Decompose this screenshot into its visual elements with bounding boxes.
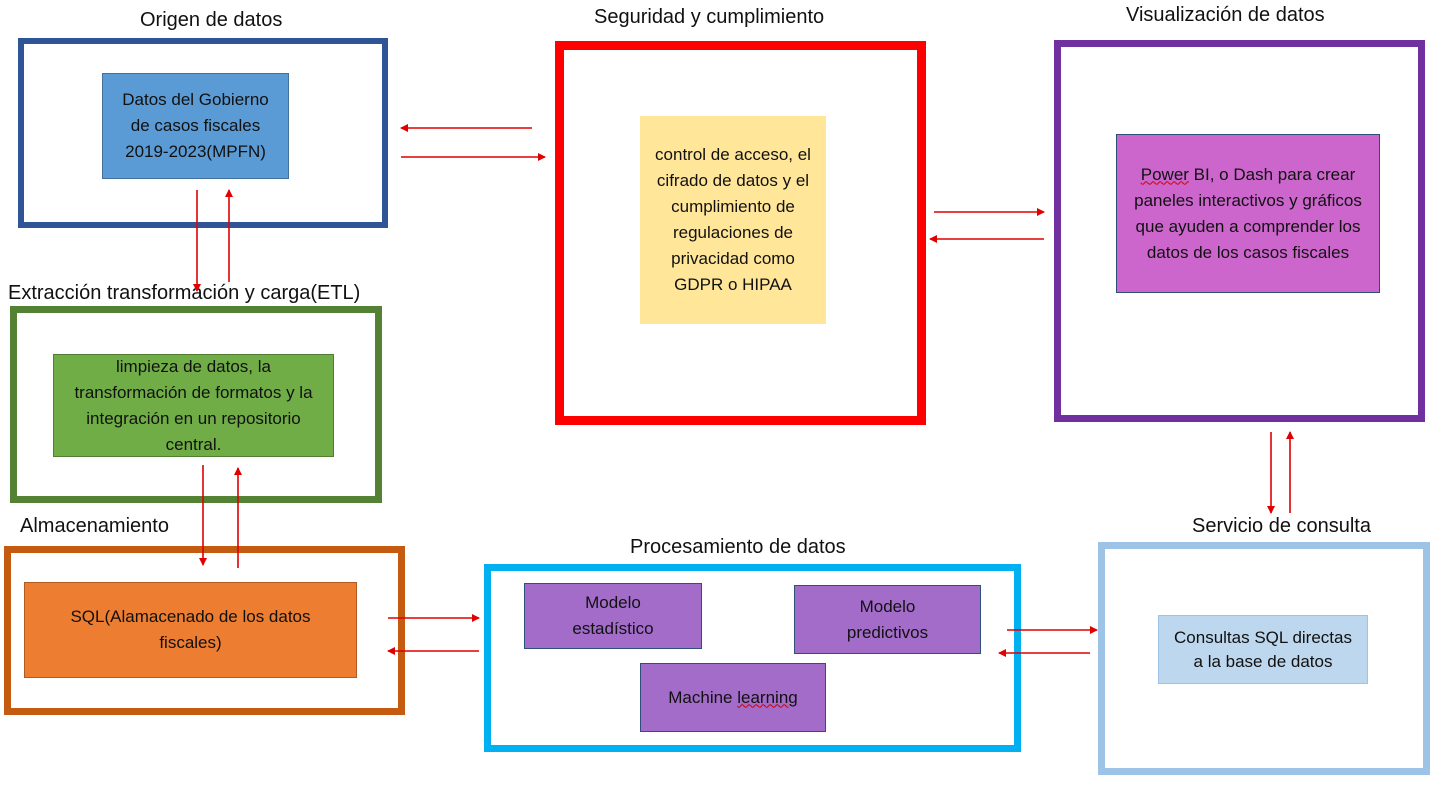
title-servicio-de-consulta: Servicio de consulta <box>1192 515 1371 537</box>
box-etl-text: limpieza de datos, la transformación de … <box>74 356 313 454</box>
visualizacion-rest: BI, o Dash para crear paneles interactiv… <box>1134 164 1362 262</box>
box-modelo-estadistico-text: Modelo estadístico <box>572 593 654 638</box>
title-etl: Extracción transformación y carga(ETL) <box>8 282 361 304</box>
title-visualizacion-de-datos: Visualización de datos <box>1126 4 1325 26</box>
title-origen-de-datos: Origen de datos <box>140 9 283 31</box>
title-almacenamiento: Almacenamiento <box>20 515 169 537</box>
box-seguridad: control de acceso, el cifrado de datos y… <box>640 116 826 324</box>
box-consultas-sql-text: Consultas SQL directas a la base de dato… <box>1174 627 1352 671</box>
box-consultas-sql: Consultas SQL directas a la base de dato… <box>1158 615 1368 684</box>
box-sql-text: SQL(Alamacenado de los datos fiscales) <box>70 607 311 652</box>
box-datos-gobierno-text: Datos del Gobierno de casos fiscales 201… <box>122 90 269 161</box>
box-modelo-estadistico: Modelo estadístico <box>524 583 702 649</box>
box-modelo-predictivos-text: Modelo predictivos <box>846 596 929 642</box>
box-machine-learning-text: Machine learning <box>668 685 797 711</box>
box-visualizacion: Power BI, o Dash para crear paneles inte… <box>1116 134 1380 293</box>
box-visualizacion-text: Power BI, o Dash para crear paneles inte… <box>1131 162 1365 266</box>
box-seguridad-text: control de acceso, el cifrado de datos y… <box>655 145 811 294</box>
box-datos-gobierno: Datos del Gobierno de casos fiscales 201… <box>102 73 289 179</box>
box-etl: limpieza de datos, la transformación de … <box>53 354 334 457</box>
learning-word: learning <box>737 687 798 707</box>
title-procesamiento-de-datos: Procesamiento de datos <box>630 536 846 558</box>
machine-word: Machine <box>668 687 738 707</box>
power-word: Power <box>1140 164 1189 184</box>
title-seguridad-y-cumplimiento: Seguridad y cumplimiento <box>594 6 825 28</box>
box-modelo-predictivos: Modelo predictivos <box>794 585 981 654</box>
box-sql: SQL(Alamacenado de los datos fiscales) <box>24 582 357 678</box>
box-machine-learning: Machine learning <box>640 663 826 732</box>
